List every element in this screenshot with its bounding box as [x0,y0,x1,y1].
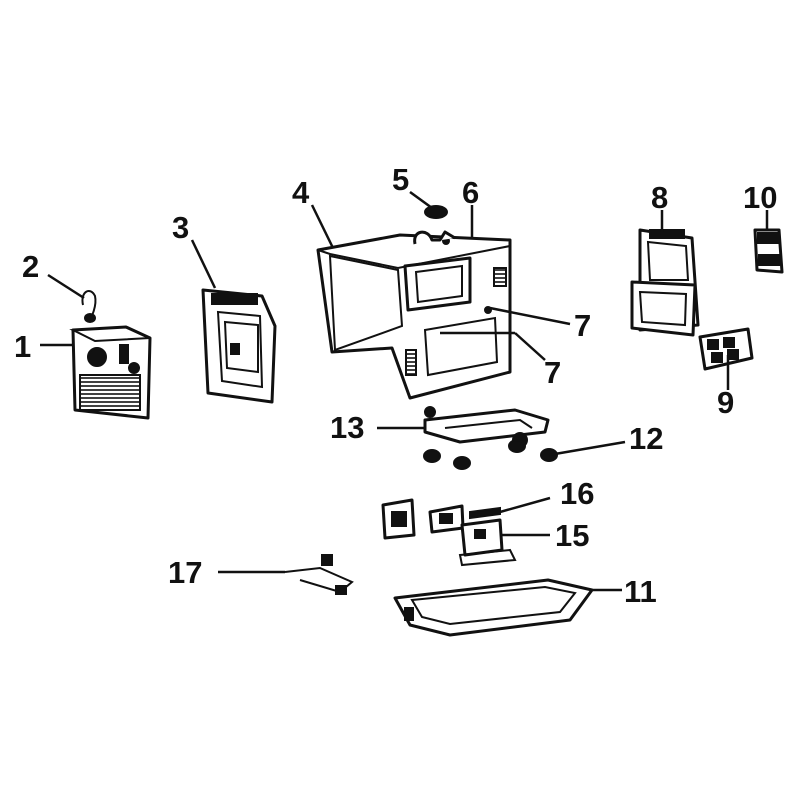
part-15-component [458,518,517,567]
leader-7a [489,306,571,326]
callout-3: 3 [172,210,189,245]
callout-17: 17 [168,555,202,590]
callout-11: 11 [624,574,657,609]
callout-16: 16 [560,476,594,511]
leader-16 [499,496,551,514]
callout-15: 15 [555,518,589,553]
leader-lines [40,190,769,592]
callout-labels: 1 2 3 4 5 6 7 7 8 9 10 11 12 13 15 16 17 [14,162,777,609]
callout-7b: 7 [544,355,561,390]
leader-4 [310,204,335,249]
callout-10: 10 [743,180,777,215]
leader-12 [548,440,626,457]
part-8-rear-panel [630,228,700,337]
part-10-label [753,228,784,274]
callout-2: 2 [22,249,39,284]
callout-12: 12 [629,421,663,456]
part-11-base-tray [393,578,594,637]
callout-4: 4 [292,175,310,210]
part-17-bracket [284,554,354,595]
part-12-feet [423,439,558,470]
leader-3 [190,239,217,289]
part-14-component [381,498,416,540]
part-9-control-plate [698,327,754,371]
leader-5 [409,190,433,210]
leader-7b-2 [514,332,546,361]
part-1-front-panel [69,325,152,420]
callout-9: 9 [717,385,734,420]
part-4-housing [316,233,512,400]
callout-7a: 7 [574,308,591,343]
part-13-bracket [423,406,550,448]
callout-5: 5 [392,162,409,197]
leader-2 [47,273,85,300]
callout-1: 1 [14,329,31,364]
part-3-frame [201,288,277,404]
callout-13: 13 [330,410,364,445]
part-2-knob [81,290,97,323]
part-5-cap [424,205,448,219]
callout-6: 6 [462,175,479,210]
callout-8: 8 [651,180,668,215]
part-6-filler [413,230,456,245]
